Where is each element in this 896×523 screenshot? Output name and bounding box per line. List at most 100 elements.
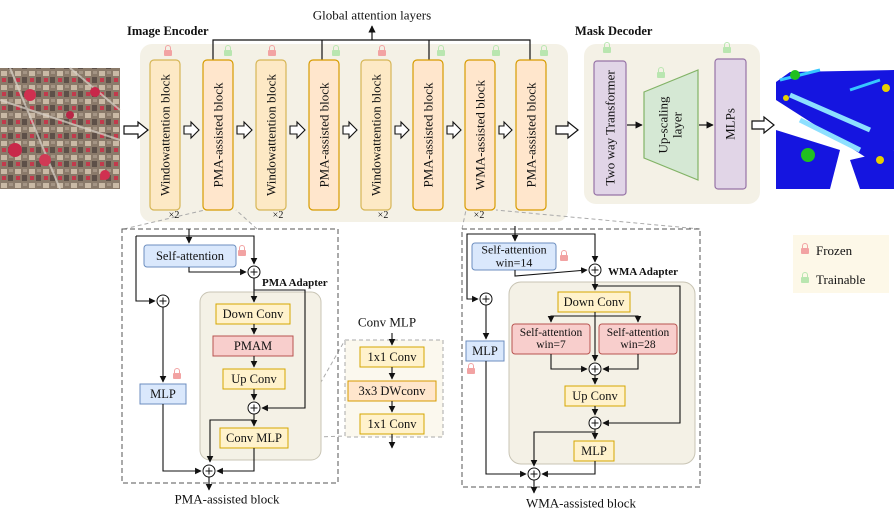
wma-down-conv-block <box>557 291 631 313</box>
encoder-block-8 <box>515 59 547 211</box>
pma-down-conv-block <box>215 303 291 325</box>
wma-win7-text: win=7 <box>536 339 566 351</box>
wma-adapter-mlp-block <box>573 440 615 462</box>
encoder-block-4 <box>308 59 340 211</box>
two-way-transformer-block <box>593 60 627 196</box>
conv-mlp-title: Conv MLP <box>357 314 417 330</box>
wma-self-attention-block <box>471 242 557 271</box>
encoder-arrow-5 <box>394 120 410 140</box>
pma-connections <box>135 229 306 491</box>
wma-sa28-text: Self-attention <box>606 326 670 339</box>
encoder-block-label-1: Windowattention block <box>157 74 173 196</box>
pma-pmam-block <box>212 335 294 357</box>
encoder-block-3 <box>255 59 287 211</box>
encoder-block-label-4: PMA-assisted block <box>316 82 332 188</box>
input-satellite-image <box>0 67 121 190</box>
encoder-blocks <box>149 59 547 211</box>
encoder-frozen-lock-icon-5 <box>378 45 386 56</box>
pma-mlp-frozen-lock-icon <box>173 368 181 379</box>
wma-sa-text: Self-attention <box>481 242 547 257</box>
encoder-block-6 <box>412 59 444 211</box>
legend-frozen-lock-icon <box>801 243 809 254</box>
mask-decoder-title: Mask Decoder <box>575 24 653 38</box>
encoder-arrow-3 <box>289 120 306 140</box>
up-scaling-layer-label: Up-scaling layer <box>655 96 684 154</box>
encoder-block-1 <box>149 59 181 211</box>
decoder-trainable-lock-icon-b <box>657 67 665 78</box>
encoder-trainable-lock-icon-2 <box>224 45 232 56</box>
wma-down-conv-label: Down Conv <box>563 294 625 309</box>
pma-caption: PMA-assisted block <box>174 491 280 507</box>
pma-plus-node-1 <box>250 268 258 276</box>
wma-up-conv-label: Up Conv <box>572 388 618 403</box>
wma-mlp-block <box>465 340 505 362</box>
encoder-block-label-6: PMA-assisted block <box>420 82 436 188</box>
hollow-arrows <box>123 115 775 140</box>
encoder-frozen-lock-icon-3 <box>268 45 276 56</box>
mlps-label: MLPs <box>722 108 738 140</box>
legend-trainable-label: Trainable <box>816 272 866 287</box>
encoder-trainable-lock-icon-7 <box>492 45 500 56</box>
pma-plus-node-4 <box>205 467 213 475</box>
wma-self-attention-label: Self-attention win=14 <box>481 243 546 268</box>
encoder-block-label-7: WMA-assisted block <box>472 79 488 191</box>
wma-win14-text: win=14 <box>495 255 533 269</box>
pma-pmam-label: PMAM <box>233 338 273 353</box>
encoder-arrow-4 <box>342 120 358 140</box>
wma-win28-text: win=28 <box>620 339 656 351</box>
pma-down-conv-label: Down Conv <box>222 306 284 321</box>
wma-mlp-label: MLP <box>472 343 498 358</box>
encoder-arrow-6 <box>446 120 462 140</box>
pma-adapter-title: PMA Adapter <box>262 277 328 289</box>
wma-sa28-label: Self-attention win=28 <box>607 327 670 351</box>
sa-frozen-lock-icon <box>238 245 246 256</box>
legend-box <box>793 235 889 293</box>
wma-mlp-frozen-lock-icon <box>467 363 475 374</box>
pma-up-conv-label: Up Conv <box>231 371 277 386</box>
encoder-block-label-2: PMA-assisted block <box>210 82 226 188</box>
encoder-arrow-2 <box>236 120 253 140</box>
legend-trainable-lock-icon <box>801 272 809 283</box>
wma-plus-node-5 <box>530 470 538 478</box>
encoder-frozen-lock-icon-1 <box>164 45 172 56</box>
encoder-block-label-8: PMA-assisted block <box>523 82 539 188</box>
pma-mlp-label: MLP <box>150 386 176 401</box>
wma-plus-node-1 <box>591 266 599 274</box>
decoder-trainable-lock-icon-a <box>603 42 611 53</box>
pma-plus-node-3 <box>250 404 258 412</box>
wma-sa7-text: Self-attention <box>519 326 583 339</box>
wma-adapter-mlp-label: MLP <box>581 443 607 458</box>
legend-frozen-label: Frozen <box>816 243 853 258</box>
pma-self-attention-block <box>143 244 237 268</box>
encoder-arrows <box>183 120 513 140</box>
encoder-arrow-7 <box>498 120 513 140</box>
wma-plus-node-2 <box>482 295 490 303</box>
wma-sa7-label: Self-attention win=7 <box>520 327 583 351</box>
encoder-arrow-1 <box>183 120 200 140</box>
conv-mlp-dwconv-label: 3x3 DWconv <box>358 383 426 398</box>
wma-adapter-title: WMA Adapter <box>608 266 678 278</box>
encoder-trainable-lock-icon-4 <box>332 45 340 56</box>
up-scaling-layer-block <box>643 69 699 181</box>
pma-detail-frame <box>121 228 339 484</box>
output-segmentation-mask <box>776 68 894 189</box>
encoder-block-7 <box>464 59 496 211</box>
encoder-trainable-lock-icon-6 <box>437 45 445 56</box>
repeat-multiplier-1: ×2 <box>168 210 180 221</box>
conv-mlp-1x1-b-label: 1x1 Conv <box>367 416 417 431</box>
wma-caption: WMA-assisted block <box>525 495 637 511</box>
repeat-multiplier-4: ×2 <box>473 210 485 221</box>
mlps-block <box>714 58 747 190</box>
repeat-multiplier-2: ×2 <box>272 210 284 221</box>
wma-connections <box>466 226 681 494</box>
decoder-trainable-lock-icon-c <box>723 42 731 53</box>
encoder-block-label-3: Windowattention block <box>263 74 279 196</box>
wma-plus-node-4 <box>591 419 599 427</box>
repeat-multiplier-3: ×2 <box>377 210 389 221</box>
encoder-trainable-lock-icon-8 <box>540 45 548 56</box>
pma-plus-node-2 <box>159 297 167 305</box>
global-attention-bracket <box>212 25 531 60</box>
encoder-block-label-5: Windowattention block <box>368 74 384 196</box>
